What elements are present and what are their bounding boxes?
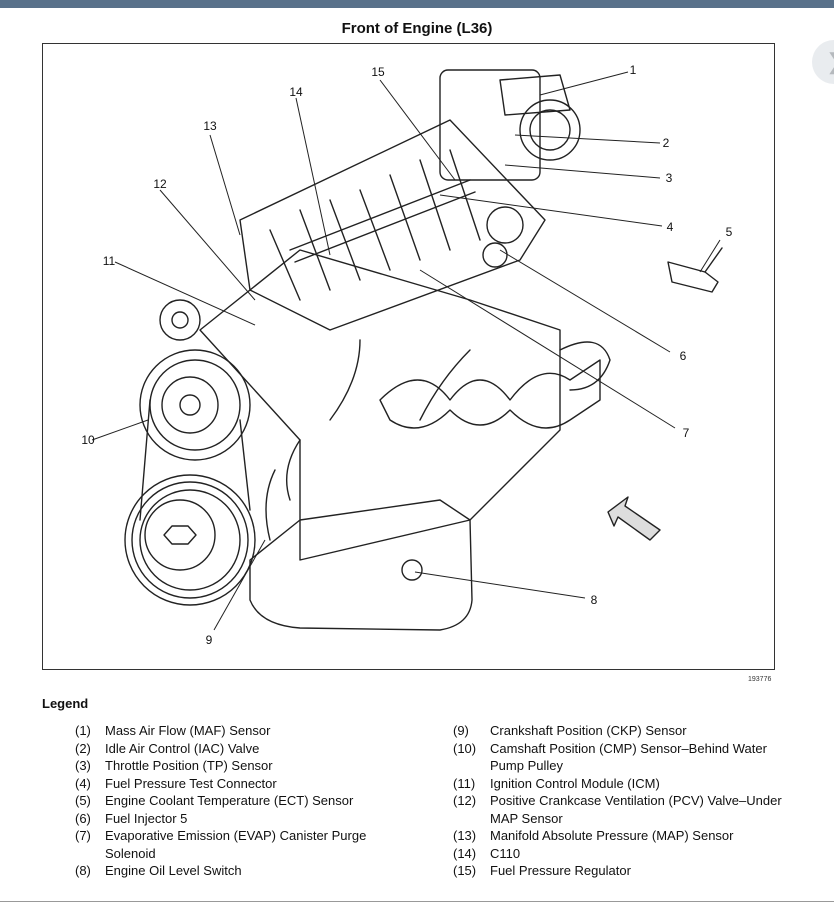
legend-item: (4) Fuel Pressure Test Connector [75,775,405,793]
figure-number: 193776 [748,676,772,683]
legend-text: Engine Coolant Temperature (ECT) Sensor [105,793,354,808]
legend-item: (6) Fuel Injector 5 [75,810,405,828]
legend-item: (15) Fuel Pressure Regulator [453,862,783,880]
legend-number: (4) [75,775,91,791]
legend-item: (11) Ignition Control Module (ICM) [453,775,783,793]
legend-left-column: (1) Mass Air Flow (MAF) Sensor (2) Idle Ai… [75,722,405,880]
legend-number: (11) [453,775,476,791]
legend-item: (13) Manifold Absolute Pressure (MAP) Sen… [453,827,783,845]
legend-number: (10) [453,740,477,756]
legend-item: (3) Throttle Position (TP) Sensor [75,757,405,775]
legend-number: (2) [75,740,91,756]
engine-illustration: 1 2 3 4 5 6 7 8 9 10 11 12 13 14 15 [81,63,733,647]
exhaust-manifold [379,359,601,429]
legend-text: Mass Air Flow (MAF) Sensor [105,723,271,738]
callout-13: 13 [203,119,217,133]
throttle-body [439,69,541,181]
legend-text: Engine Oil Level Switch [105,863,242,878]
legend-text: Fuel Injector 5 [105,810,188,826]
legend-text: Fuel Pressure Regulator [490,863,631,878]
top-bar [0,0,834,8]
legend-title: Legend [42,696,89,711]
callout-9: 9 [206,633,213,647]
legend-text: Fuel Pressure Test Connector [105,775,277,791]
callout-15: 15 [371,65,385,79]
legend-item: (9) Crankshaft Position (CKP) Sensor [453,722,783,740]
maf-sensor [499,74,571,116]
callout-2: 2 [663,136,670,150]
legend-item: (1) Mass Air Flow (MAF) Sensor [75,722,405,740]
crank-pulley [124,474,256,606]
callout-14: 14 [289,85,303,99]
legend-number: (7) [75,828,91,843]
legend-item: (12) Positive Crankcase Ventilation (PCV)… [453,792,783,827]
diagram-title: Front of Engine (L36) [341,20,493,37]
engine-block [199,249,561,561]
legend-text: C110 [490,845,521,861]
legend-number: (13) [453,828,477,843]
water-pump-pulley [139,349,251,461]
legend-item: (10) Camshaft Position (CMP) Sensor–Behin… [453,740,783,775]
legend-number: (9) [453,723,469,738]
diagram-frame [42,43,775,670]
callout-5: 5 [726,225,733,239]
front-direction-arrow [607,496,661,541]
legend-text: Manifold Absolute Pressure (MAP) Sensor [490,828,734,843]
legend-number: (12) [453,793,477,808]
legend-text: Ignition Control Module (ICM) [490,775,660,791]
legend-text: Camshaft Position (CMP) Sensor–Behind Wa… [490,740,767,774]
legend-item: (2) Idle Air Control (IAC) Valve [75,740,405,758]
callout-4: 4 [667,220,674,234]
intake-manifold [239,119,546,331]
legend-right-column: (9) Crankshaft Position (CKP) Sensor (10)… [453,722,783,880]
legend-number: (8) [75,863,91,878]
callout-11: 11 [103,254,116,268]
legend-number: (3) [75,758,91,773]
legend-number: (5) [75,793,91,808]
ect-sensor [667,261,719,293]
callout-6: 6 [680,349,687,363]
legend-number: (1) [75,723,91,738]
legend-text: Crankshaft Position (CKP) Sensor [490,723,687,738]
legend-number: (14) [453,845,477,861]
legend-item: (8) Engine Oil Level Switch [75,862,405,880]
next-page-button[interactable]: ❯ [812,40,834,84]
legend-item: (7) Evaporative Emission (EVAP) Canister … [75,827,405,862]
legend-text: Throttle Position (TP) Sensor [105,758,273,773]
callout-3: 3 [666,171,673,185]
legend-number: (15) [453,863,477,878]
chevron-right-icon: ❯ [826,49,834,75]
callout-7: 7 [683,426,690,440]
callout-1: 1 [630,63,637,77]
legend-text: Positive Crankcase Ventilation (PCV) Val… [490,793,782,826]
legend-item: (5) Engine Coolant Temperature (ECT) Sens… [75,792,405,810]
legend-text: Evaporative Emission (EVAP) Canister Pur… [105,828,367,861]
callout-10: 10 [81,433,95,447]
bottom-divider [0,901,834,902]
legend-number: (6) [75,810,91,826]
oil-pan [249,499,473,631]
fuel-rail [289,179,476,263]
legend-item: (14) C110 [453,845,783,863]
legend-text: Idle Air Control (IAC) Valve [105,740,260,756]
callout-12: 12 [153,177,167,191]
callout-8: 8 [591,593,598,607]
